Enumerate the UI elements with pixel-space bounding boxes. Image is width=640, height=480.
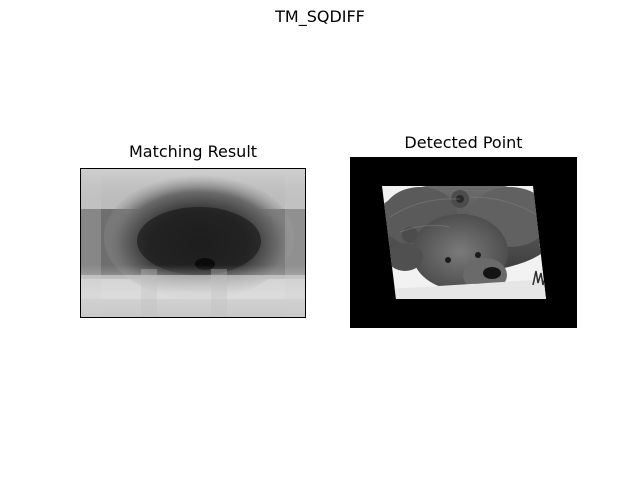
detected-point-title: Detected Point (404, 133, 523, 152)
detected-point-image (350, 157, 577, 328)
matching-result-heatmap (80, 168, 306, 318)
bear-photo (350, 157, 577, 328)
matching-result-title: Matching Result (128, 142, 258, 161)
figure-title: TM_SQDIFF (275, 7, 365, 26)
matching-result-image (81, 169, 305, 317)
